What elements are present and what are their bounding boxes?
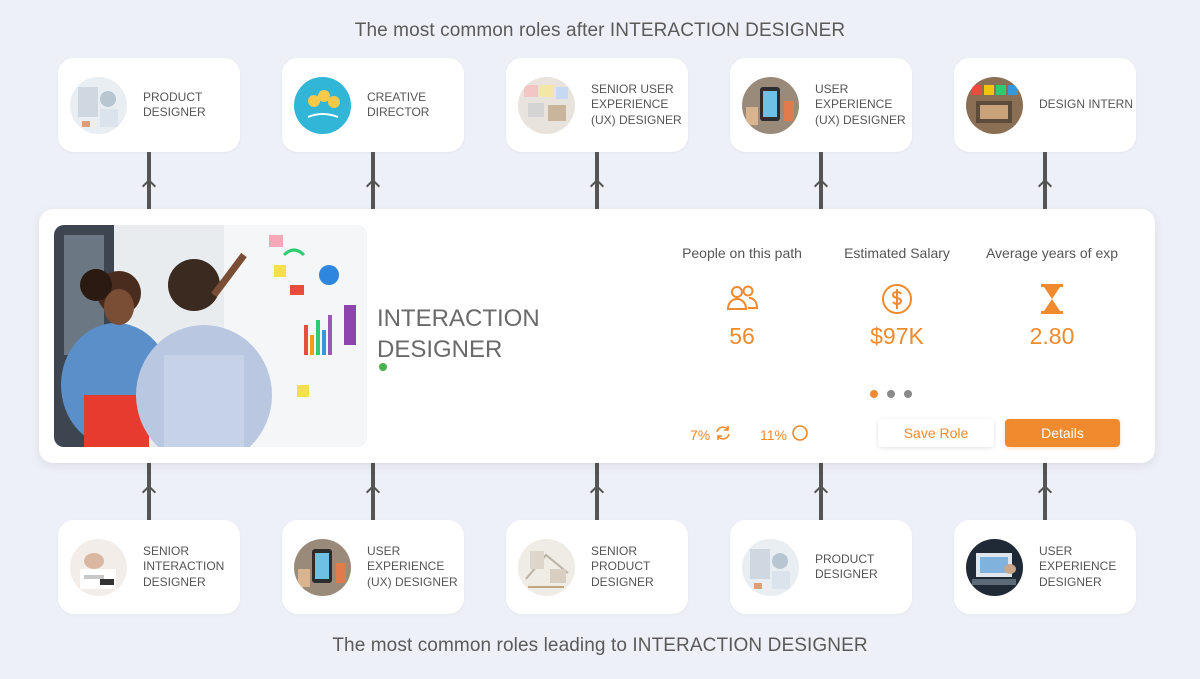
current-role-card: INTERACTION DESIGNER People on this path… — [39, 209, 1155, 463]
stat-people: People on this path 56 — [667, 245, 817, 350]
role-card-after-1[interactable]: PRODUCT DESIGNER — [58, 58, 240, 152]
connector-line — [819, 152, 823, 209]
role-label: USER EXPERIENCE (UX) DESIGNER — [367, 543, 458, 589]
details-button[interactable]: Details — [1005, 419, 1120, 447]
role-thumbnail — [294, 538, 351, 596]
arrow-up-icon — [365, 484, 381, 500]
role-label: DESIGN INTERN — [1039, 97, 1134, 112]
stat-experience: Average years of exp 2.80 — [977, 245, 1127, 350]
role-label: USER EXPERIENCE DESIGNER — [1039, 543, 1117, 589]
connector-line — [819, 463, 823, 520]
role-card-after-4[interactable]: USER EXPERIENCE (UX) DESIGNER — [730, 58, 912, 152]
arrow-up-icon — [1037, 484, 1053, 500]
role-label: PRODUCT DESIGNER — [143, 89, 206, 120]
stat-label: Average years of exp — [985, 245, 1119, 261]
role-card-leading-3[interactable]: SENIOR PRODUCT DESIGNER — [506, 520, 688, 614]
arrow-up-icon — [813, 178, 829, 194]
role-label: CREATIVE DIRECTOR — [367, 89, 430, 120]
current-role-title: INTERACTION DESIGNER — [377, 305, 540, 363]
connector-line — [147, 463, 151, 520]
role-label: SENIOR PRODUCT DESIGNER — [591, 543, 654, 589]
connector-line — [595, 463, 599, 520]
role-label: PRODUCT DESIGNER — [815, 551, 878, 582]
connector-line — [1043, 152, 1047, 209]
pager-dot[interactable] — [904, 390, 912, 398]
section-title-after: The most common roles after INTERACTION … — [354, 20, 846, 41]
dollar-icon — [822, 283, 972, 315]
role-card-leading-1[interactable]: SENIOR INTERACTION DESIGNER — [58, 520, 240, 614]
stat-label: People on this path — [682, 245, 802, 261]
pager-dot[interactable] — [887, 390, 895, 398]
arrow-up-icon — [813, 484, 829, 500]
connector-line — [147, 152, 151, 209]
role-card-after-5[interactable]: DESIGN INTERN — [954, 58, 1136, 152]
metric-retention: 11% — [760, 424, 809, 445]
role-thumbnail — [742, 76, 799, 134]
pager-dot[interactable] — [870, 390, 878, 398]
role-card-leading-4[interactable]: PRODUCT DESIGNER — [730, 520, 912, 614]
arrow-up-icon — [141, 484, 157, 500]
role-thumbnail — [966, 538, 1023, 596]
role-card-leading-2[interactable]: USER EXPERIENCE (UX) DESIGNER — [282, 520, 464, 614]
refresh-icon — [714, 424, 732, 445]
stat-salary: Estimated Salary $97K — [822, 245, 972, 350]
role-thumbnail — [742, 538, 799, 596]
arrow-up-icon — [141, 178, 157, 194]
carousel-pager[interactable] — [870, 390, 912, 398]
stat-value: 2.80 — [1029, 323, 1075, 349]
metric-transition: 7% — [690, 424, 732, 445]
metric-value: 7% — [690, 426, 711, 443]
section-title-leading: The most common roles leading to INTERAC… — [332, 635, 868, 656]
stat-value: $97K — [870, 323, 924, 349]
role-thumbnail — [294, 76, 351, 134]
role-thumbnail — [518, 538, 575, 596]
connector-line — [371, 152, 375, 209]
circle-icon — [791, 424, 809, 445]
arrow-up-icon — [589, 484, 605, 500]
connector-line — [595, 152, 599, 209]
arrow-up-icon — [589, 178, 605, 194]
role-thumbnail — [518, 76, 575, 134]
hourglass-icon — [977, 283, 1127, 315]
role-label: SENIOR USER EXPERIENCE (UX) DESIGNER — [591, 81, 682, 127]
stat-value: 56 — [729, 323, 755, 349]
role-card-after-2[interactable]: CREATIVE DIRECTOR — [282, 58, 464, 152]
role-thumbnail — [70, 76, 127, 134]
role-card-leading-5[interactable]: USER EXPERIENCE DESIGNER — [954, 520, 1136, 614]
role-photo — [54, 225, 367, 447]
connector-line — [371, 463, 375, 520]
role-thumbnail — [966, 76, 1023, 134]
connector-line — [1043, 463, 1047, 520]
role-label: USER EXPERIENCE (UX) DESIGNER — [815, 81, 906, 127]
status-indicator — [379, 363, 387, 371]
metric-value: 11% — [760, 426, 787, 443]
role-thumbnail — [70, 538, 127, 596]
role-label: SENIOR INTERACTION DESIGNER — [143, 543, 225, 589]
stat-label: Estimated Salary — [844, 245, 950, 261]
save-role-button[interactable]: Save Role — [878, 419, 994, 447]
role-card-after-3[interactable]: SENIOR USER EXPERIENCE (UX) DESIGNER — [506, 58, 688, 152]
arrow-up-icon — [365, 178, 381, 194]
people-icon — [667, 283, 817, 315]
arrow-up-icon — [1037, 178, 1053, 194]
